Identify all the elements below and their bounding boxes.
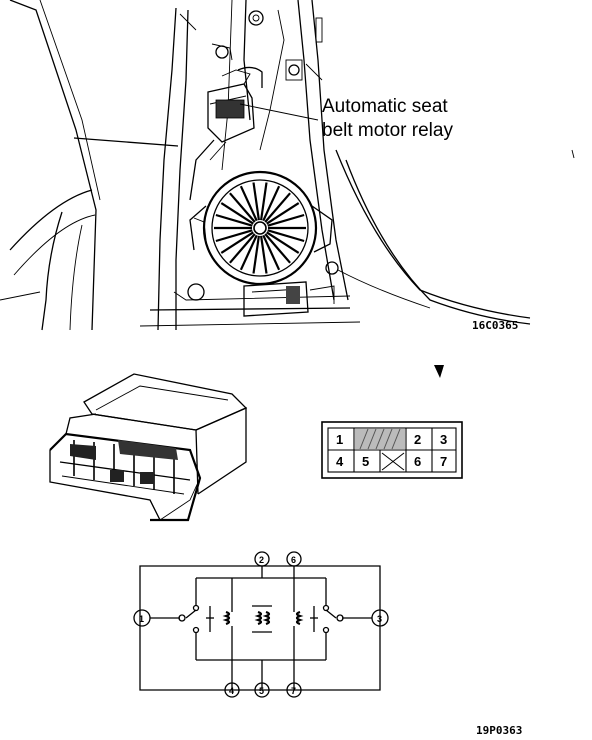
motor-bracket <box>243 281 335 317</box>
gear-spoke <box>262 234 281 271</box>
gear-spoke <box>266 231 300 254</box>
gear-spoke <box>220 231 254 254</box>
gear-spoke <box>215 213 253 227</box>
terminal-label-1: 1 <box>139 614 144 624</box>
terminal-label-2: 2 <box>259 555 264 565</box>
pin-label-5: 5 <box>362 454 369 469</box>
callout-label-line2: belt motor relay <box>322 120 453 141</box>
callout-label-line1: Automatic seat <box>322 96 448 117</box>
relay-component-drawing <box>49 373 248 522</box>
terminal-label-4: 4 <box>229 686 234 696</box>
gear-spoke <box>239 234 258 271</box>
gear-spoke <box>260 235 268 274</box>
seat-belt-motor-illustration <box>0 0 575 331</box>
gear-spoke <box>264 233 291 264</box>
terminal-label-5: 5 <box>259 686 264 696</box>
relay-schematic: 1 2 3 4 5 6 7 <box>133 551 389 698</box>
gear-spoke <box>264 192 291 223</box>
terminal-label-6: 6 <box>291 555 296 565</box>
motor-relay-illustration <box>189 69 255 201</box>
gear-spoke <box>267 213 305 227</box>
figure-code-top: 16C0365 <box>472 319 518 332</box>
gear-spoke <box>239 185 258 222</box>
pin-label-7: 7 <box>440 454 447 469</box>
gear-spoke <box>252 182 260 221</box>
pin-label-2: 2 <box>414 432 421 447</box>
figure-code-bottom: 19P0363 <box>476 724 522 737</box>
pin-label-6: 6 <box>414 454 421 469</box>
gear-spoke <box>252 235 260 274</box>
terminal-label-7: 7 <box>291 686 296 696</box>
terminal-label-3: 3 <box>377 614 382 624</box>
callout-leader-line <box>239 103 319 121</box>
gear-spoke <box>229 192 256 223</box>
connector-pin-layout: 1 2 3 4 5 6 7 <box>321 421 463 479</box>
gear-spoke <box>267 229 305 243</box>
gear-spoke <box>229 233 256 264</box>
gear-spoke <box>260 182 268 221</box>
gear-spoke <box>266 202 300 225</box>
gear-spoke <box>220 202 254 225</box>
pointer-mark <box>434 365 444 378</box>
seat-belt-motor-gear <box>189 170 333 286</box>
pin-label-4: 4 <box>336 454 344 469</box>
gear-spoke <box>262 185 281 222</box>
pin-label-1: 1 <box>336 432 343 447</box>
gear-spoke <box>215 229 253 243</box>
pin-label-3: 3 <box>440 432 447 447</box>
